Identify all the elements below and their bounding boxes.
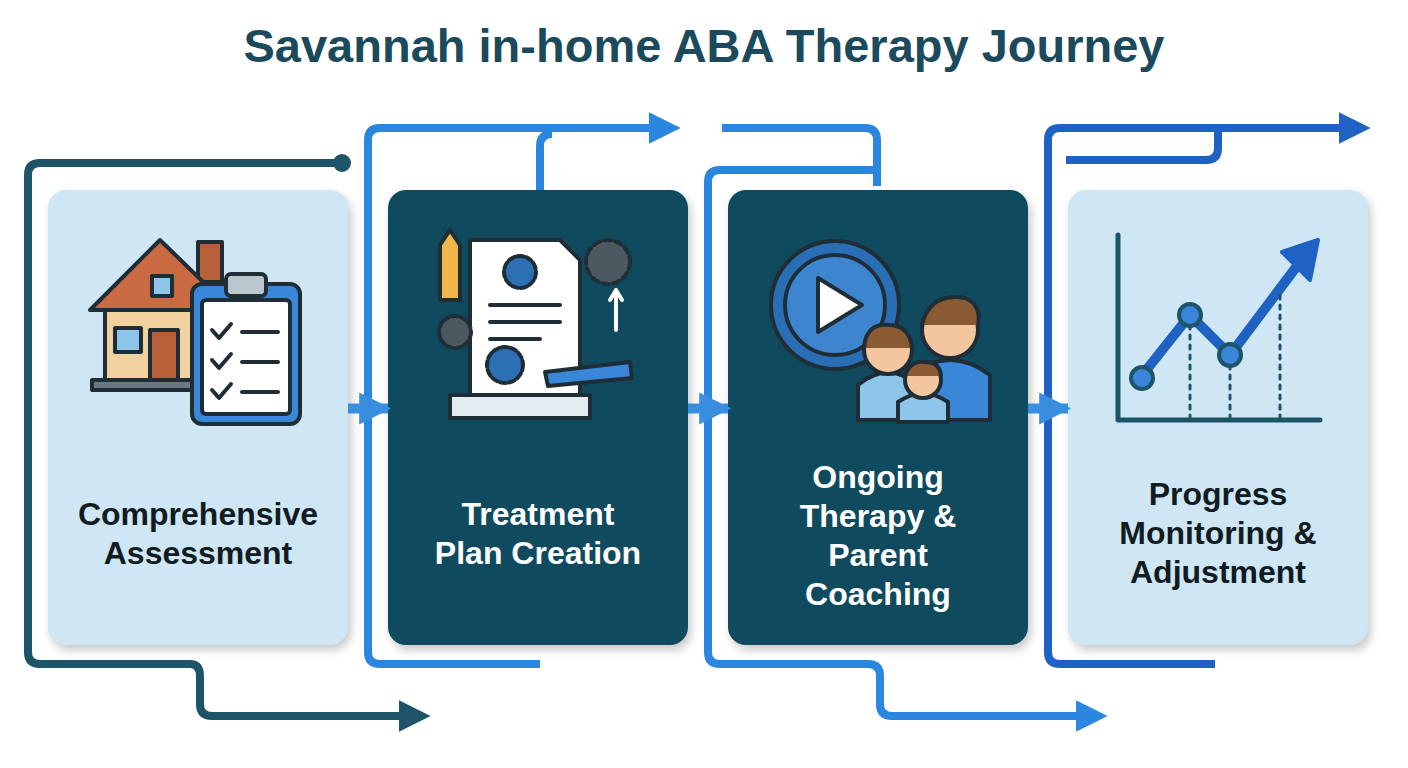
loop-line [722, 128, 877, 186]
loop-line [28, 163, 405, 716]
flow-arrow [688, 403, 728, 413]
loop-line [540, 134, 552, 190]
loop-line [708, 170, 1082, 716]
loop-line [1066, 128, 1218, 160]
process-box: Comprehensive Assessment [48, 190, 348, 645]
step-label: Progress Monitoring & Adjustment [1098, 475, 1338, 592]
flow-arrow [348, 403, 388, 413]
step-label: Comprehensive Assessment [58, 495, 338, 573]
step-label: Ongoing Therapy & Parent Coaching [783, 458, 973, 614]
diagram-title: Savannah in-home ABA Therapy Journey [0, 18, 1408, 73]
line-dot [333, 154, 351, 172]
flow-arrow [1028, 403, 1068, 413]
step-label: Treatment Plan Creation [428, 495, 648, 573]
process-box: Ongoing Therapy & Parent Coaching [728, 190, 1028, 645]
process-box: Treatment Plan Creation [388, 190, 688, 645]
process-box: Progress Monitoring & Adjustment [1068, 190, 1368, 645]
